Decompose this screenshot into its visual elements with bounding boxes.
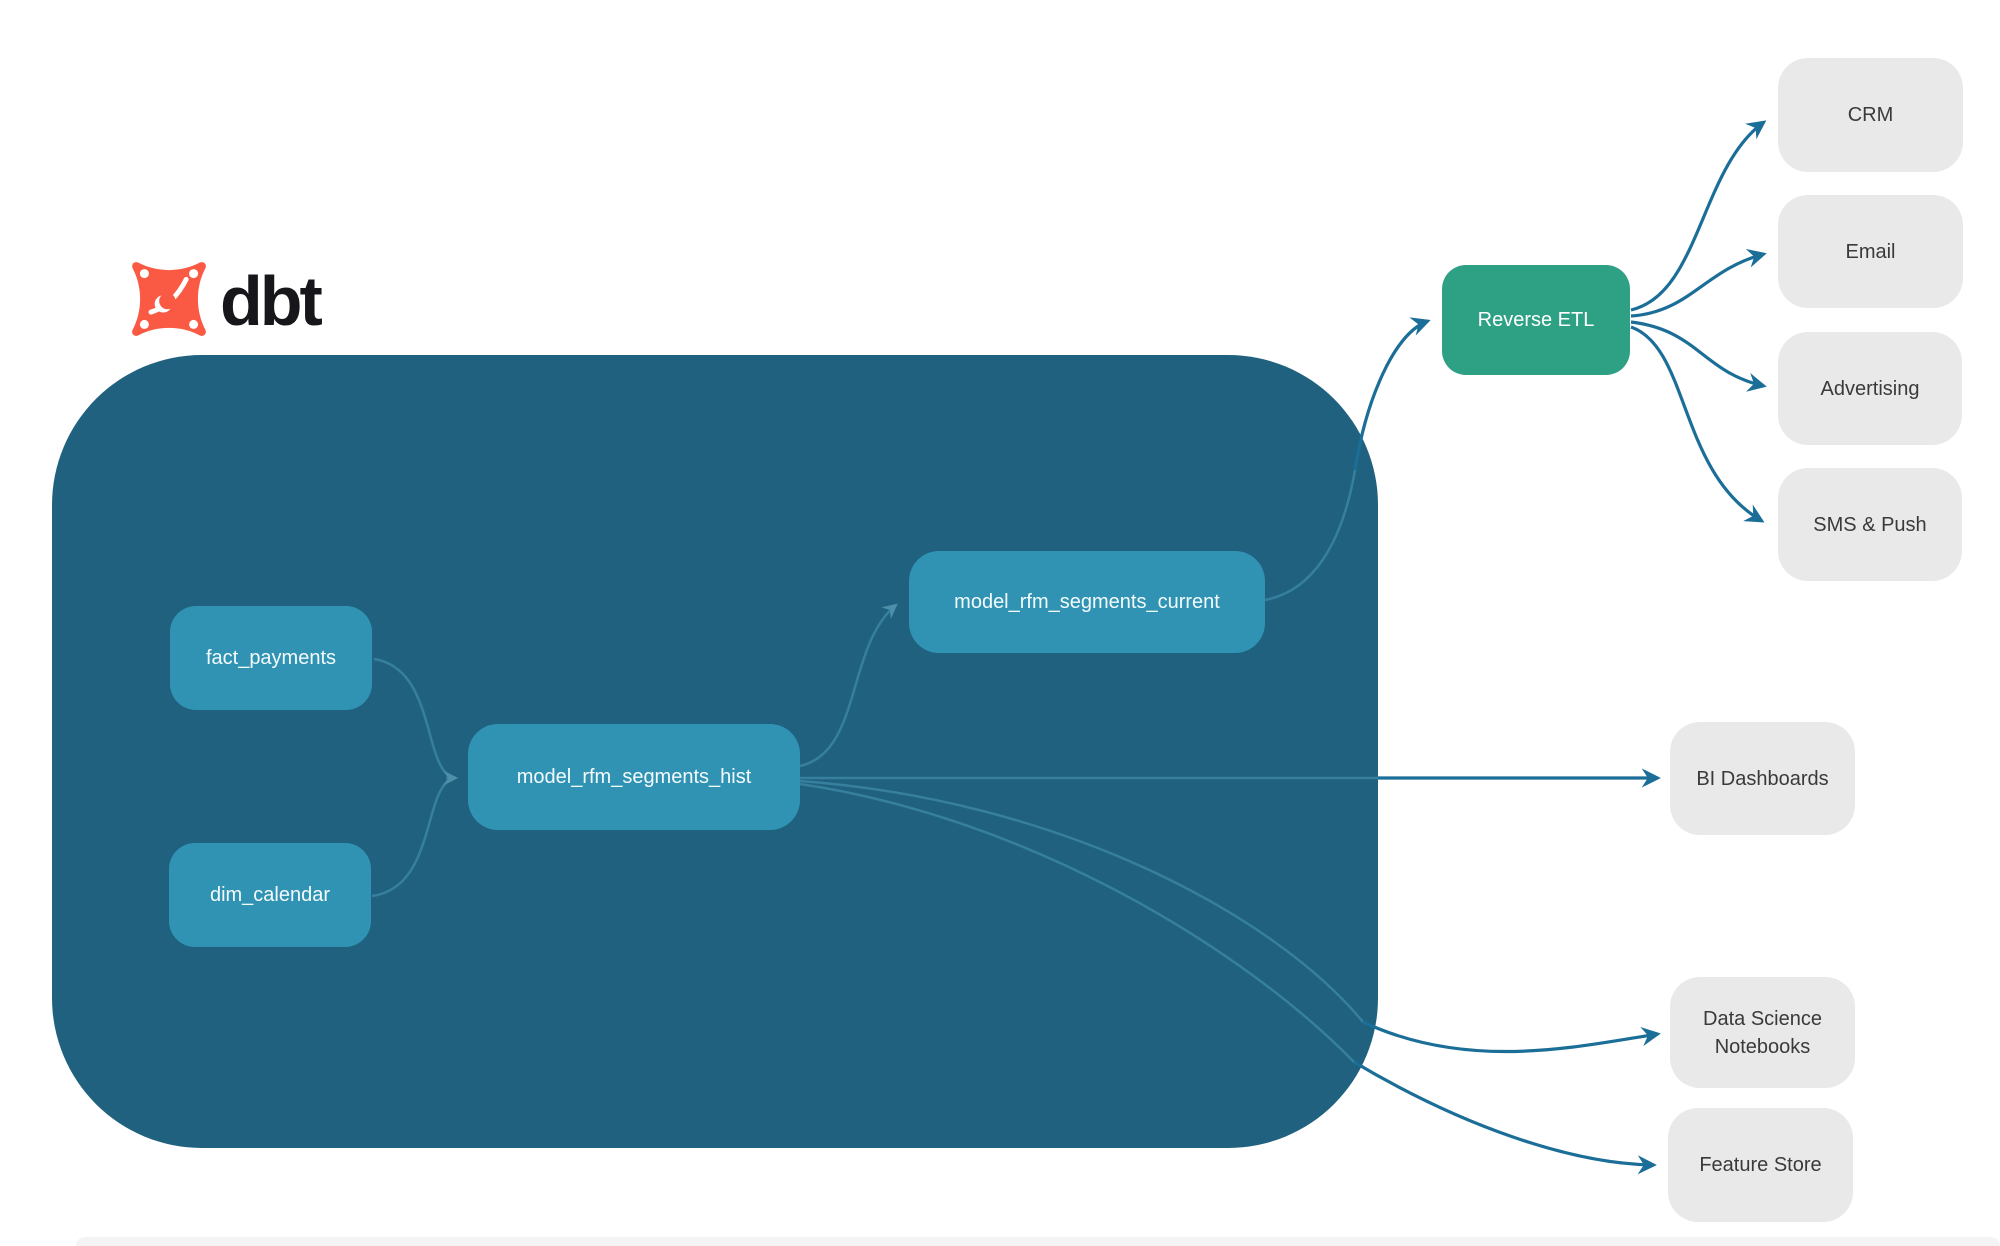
dbt-star-icon (132, 262, 206, 336)
node-label: model_rfm_segments_hist (516, 766, 752, 788)
node-data-science-notebooks: Data Science Notebooks (1670, 977, 1855, 1088)
node-sms-push: SMS & Push (1778, 468, 1962, 581)
node-feature-store: Feature Store (1668, 1108, 1853, 1222)
node-dim-calendar: dim_calendar (169, 843, 371, 947)
node-label: BI Dashboards (1696, 767, 1829, 790)
node-label: model_rfm_segments_current (954, 591, 1220, 613)
node-label: CRM (1847, 104, 1894, 126)
node-model-rfm-segments-current: model_rfm_segments_current (909, 551, 1265, 653)
node-fact-payments: fact_payments (170, 606, 372, 710)
node-label: fact_payments (205, 647, 337, 669)
node-label: Email (1845, 240, 1896, 263)
node-label: Advertising (1820, 377, 1920, 400)
node-label: SMS & Push (1813, 513, 1927, 536)
node-advertising: Advertising (1778, 332, 1962, 445)
edge-reverse-etl-to-advertising (1630, 320, 1767, 392)
dbt-wordmark: dbt (220, 262, 323, 340)
bottom-edge-strip (76, 1237, 2000, 1246)
dbt-logo: dbt (128, 258, 323, 340)
edge-reverse-etl-to-crm (1630, 120, 1767, 312)
edge-hist-to-ds-outside (1362, 1020, 1661, 1054)
node-label: Reverse ETL (1477, 309, 1595, 331)
node-model-rfm-segments-hist: model_rfm_segments_hist (468, 724, 800, 830)
node-label: Data Science Notebooks (1703, 1007, 1822, 1058)
node-reverse-etl: Reverse ETL (1442, 265, 1630, 375)
node-email: Email (1778, 195, 1963, 308)
edge-hist-to-fs-outside (1353, 1060, 1657, 1175)
node-label: Feature Store (1699, 1154, 1822, 1176)
node-bi-dashboards: BI Dashboards (1670, 722, 1855, 835)
node-label: dim_calendar (209, 884, 331, 906)
node-crm: CRM (1778, 58, 1963, 172)
edge-reverse-etl-to-email (1630, 248, 1767, 318)
edge-reverse-etl-to-sms (1630, 325, 1765, 523)
